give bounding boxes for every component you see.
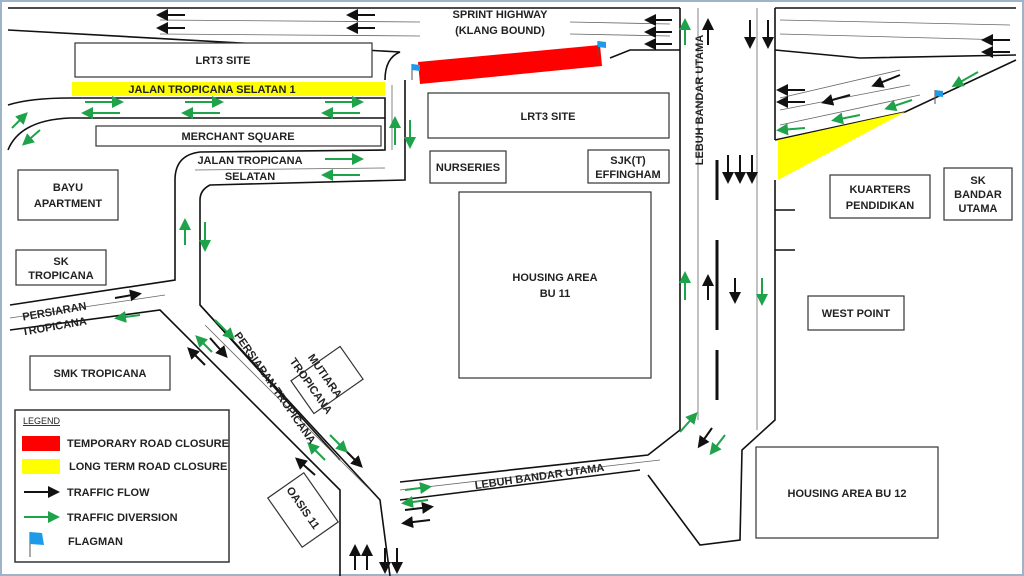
- legend-label: FLAGMAN: [68, 536, 123, 548]
- label-sjkt-effingham: EFFINGHAM: [595, 169, 660, 181]
- buildings: [15, 42, 1013, 549]
- label-merchant-square: MERCHANT SQUARE: [181, 131, 294, 143]
- label-sjkt-effingham: SJK(T): [610, 155, 646, 167]
- label-sk-tropicana: TROPICANA: [28, 270, 93, 282]
- traffic-flow-arrows: [114, 9, 1010, 574]
- legend-red-box: [22, 436, 60, 451]
- label-kuarters-pendidikan: PENDIDIKAN: [846, 200, 915, 212]
- label-lebuh-bandar-utama: LEBUH BANDAR UTAMA: [694, 35, 706, 166]
- legend: LEGEND TEMPORARY ROAD CLOSURE LONG TERM …: [14, 409, 230, 563]
- label-bayu-apartment: APARTMENT: [34, 198, 103, 210]
- legend-label: LONG TERM ROAD CLOSURE: [69, 461, 227, 473]
- legend-flag-icon: [29, 532, 44, 557]
- label-housing-area-bu-11: BU 11: [540, 288, 571, 300]
- long-term-road-closure-jalan-tropicana-selatan-1: [72, 82, 385, 96]
- label-lrt3-site: LRT3 SITE: [195, 55, 250, 67]
- long-term-road-closure-junction: [778, 112, 905, 180]
- traffic-diversion-arrows: [11, 18, 979, 508]
- label-sk-bandar-utama: UTAMA: [959, 203, 998, 215]
- label-housing-area-bu-11: HOUSING AREA: [512, 272, 597, 284]
- temporary-road-closure: [418, 45, 602, 84]
- label-jalan-tropicana-selatan-1: JALAN TROPICANA SELATAN 1: [128, 84, 295, 96]
- label-jalan-tropicana-selatan: JALAN TROPICANA: [197, 155, 302, 167]
- label-housing-area-bu-12: HOUSING AREA BU 12: [788, 488, 907, 500]
- flagman-icon: [411, 64, 420, 80]
- legend-label: TEMPORARY ROAD CLOSURE: [67, 438, 229, 450]
- label-west-point: WEST POINT: [822, 308, 891, 320]
- label-kuarters-pendidikan: KUARTERS: [849, 184, 910, 196]
- label-sprint-highway: SPRINT HIGHWAY: [453, 9, 549, 21]
- label-sk-bandar-utama: BANDAR: [954, 189, 1002, 201]
- label-sprint-highway-klang-bound: (KLANG BOUND): [455, 25, 545, 37]
- legend-title: LEGEND: [23, 416, 61, 426]
- label-sk-tropicana: SK: [53, 256, 68, 268]
- label-sk-bandar-utama: SK: [970, 175, 985, 187]
- label-bayu-apartment: BAYU: [53, 182, 83, 194]
- label-jalan-tropicana-selatan: SELATAN: [225, 171, 275, 183]
- flagman-icon: [597, 41, 606, 56]
- label-nurseries: NURSERIES: [436, 162, 500, 174]
- legend-label: TRAFFIC DIVERSION: [67, 512, 178, 524]
- label-lrt3-site: LRT3 SITE: [520, 111, 575, 123]
- road-network: [7, 7, 1017, 576]
- flagman-icon: [934, 90, 943, 104]
- label-smk-tropicana: SMK TROPICANA: [54, 368, 147, 380]
- legend-yellow-box: [22, 459, 60, 474]
- legend-label: TRAFFIC FLOW: [67, 487, 150, 499]
